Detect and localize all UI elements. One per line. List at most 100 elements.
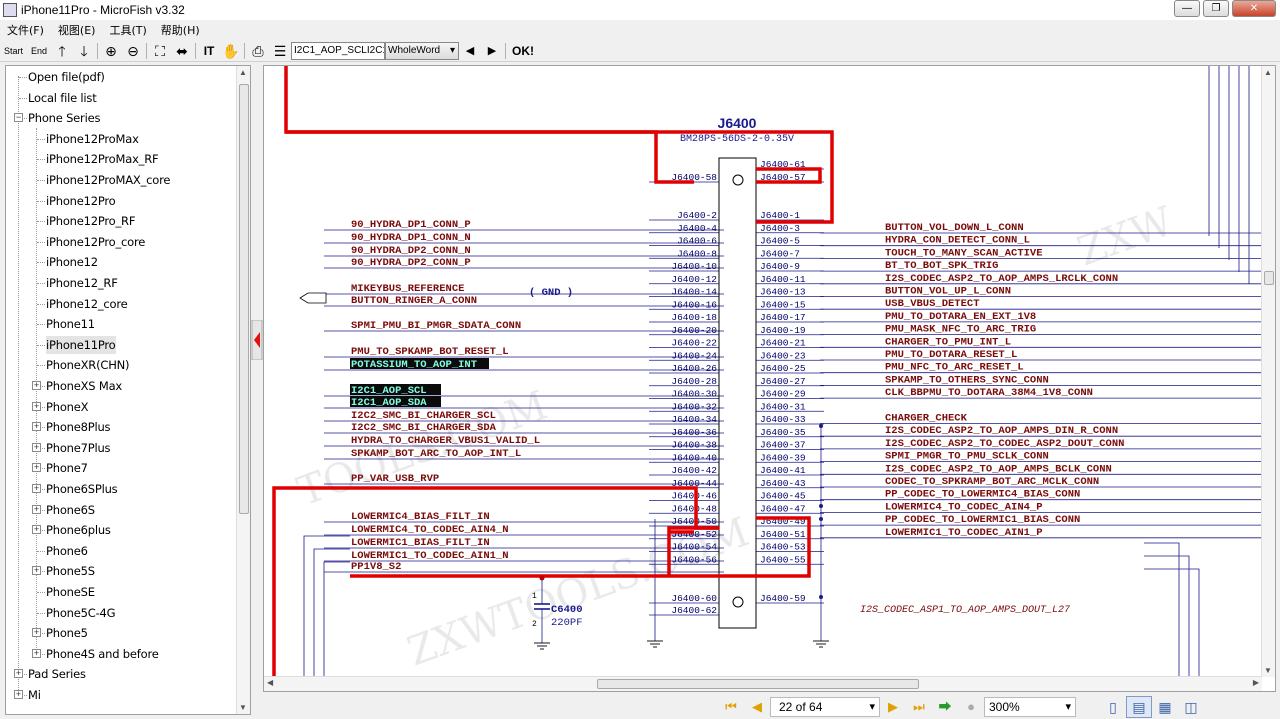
- search-prev-icon[interactable]: ◀: [465, 44, 475, 57]
- tree-item[interactable]: Phone5: [46, 626, 88, 641]
- expand-icon[interactable]: +: [32, 380, 41, 390]
- tree-item[interactable]: iPhone12: [46, 255, 98, 270]
- expand-icon[interactable]: +: [14, 668, 23, 679]
- tree-item[interactable]: iPhone12ProMAX_core: [46, 173, 171, 187]
- tree-item[interactable]: Phone7Plus: [46, 440, 111, 455]
- arrow-down-icon[interactable]: 🡓: [80, 42, 88, 59]
- tree-item[interactable]: Phone Series: [28, 111, 101, 126]
- scroll-right-icon[interactable]: ▶: [1252, 678, 1259, 687]
- panel-collapse-handle[interactable]: [251, 320, 263, 360]
- tree-item[interactable]: iPhone12_RF: [46, 276, 118, 290]
- tree-item[interactable]: iPhone11Pro: [46, 335, 116, 354]
- scroll-down-icon[interactable]: ▼: [1264, 666, 1272, 675]
- expand-icon[interactable]: +: [32, 400, 41, 411]
- expand-icon[interactable]: +: [32, 421, 41, 432]
- tree-item[interactable]: iPhone12Pro_core: [46, 234, 146, 249]
- tree-item[interactable]: PhoneSE: [46, 585, 95, 599]
- continuous-view-icon[interactable]: ▤: [1126, 695, 1152, 718]
- menu-bar: 文件(F) 视图(E) 工具(T) 帮助(H): [0, 20, 1280, 40]
- fit-page-icon[interactable]: ⛶: [155, 42, 165, 59]
- expand-icon[interactable]: +: [32, 503, 41, 514]
- horizontal-scrollbar[interactable]: ◀ ▶: [264, 676, 1262, 691]
- expand-icon[interactable]: +: [32, 565, 41, 576]
- zoom-out-icon[interactable]: ⊖: [127, 42, 139, 59]
- expand-icon[interactable]: +: [32, 647, 41, 658]
- tree-item[interactable]: iPhone12ProMax_RF: [46, 152, 159, 167]
- tree-item[interactable]: Phone6SPlus: [46, 482, 118, 496]
- tree-item[interactable]: Phone6plus: [46, 523, 111, 538]
- expand-icon[interactable]: +: [32, 627, 41, 638]
- match-mode-select[interactable]: WholeWord: [385, 41, 460, 60]
- collapse-icon[interactable]: −: [14, 112, 23, 123]
- facing-view-icon[interactable]: ▦: [1158, 698, 1172, 715]
- search-next-icon[interactable]: ▶: [487, 44, 497, 57]
- next-page-icon[interactable]: ▶: [888, 698, 898, 714]
- hand-tool-icon[interactable]: ✋: [222, 42, 240, 59]
- expand-icon[interactable]: +: [32, 462, 41, 473]
- menu-tools[interactable]: 工具(T): [109, 24, 147, 37]
- two-page-view-icon[interactable]: ◫: [1184, 698, 1198, 715]
- fit-width-icon[interactable]: ⬌: [176, 42, 188, 59]
- tree-item[interactable]: PhoneX: [46, 399, 89, 414]
- start-button[interactable]: Start: [4, 45, 24, 56]
- minimize-button[interactable]: —: [1174, 0, 1200, 17]
- list-icon[interactable]: ☰: [273, 42, 287, 59]
- tree-item[interactable]: Phone8Plus: [46, 420, 111, 435]
- first-page-icon[interactable]: ⏮: [725, 698, 737, 714]
- tree-scroll-thumb[interactable]: [239, 84, 249, 514]
- tree-item[interactable]: PhoneXS Max: [46, 379, 123, 393]
- scroll-up-icon[interactable]: ▲: [1264, 68, 1272, 77]
- menu-file[interactable]: 文件(F): [7, 24, 44, 37]
- tree-branch: [37, 406, 45, 408]
- vertical-scrollbar[interactable]: ▲ ▼: [1261, 66, 1275, 677]
- tree-item[interactable]: iPhone12ProMax: [46, 131, 139, 146]
- expand-icon[interactable]: +: [32, 483, 41, 493]
- tree-branch: [37, 180, 45, 181]
- tree-item[interactable]: Phone5S: [46, 564, 95, 579]
- expand-icon[interactable]: +: [14, 689, 23, 699]
- tree-item[interactable]: PhoneXR(CHN): [46, 358, 130, 373]
- tree-scrollbar[interactable]: ▲ ▼: [236, 66, 250, 714]
- schematic-canvas[interactable]: TOOLS.COM ZXWTOOLS.COM ZXW J6400BM28PS-5…: [264, 66, 1262, 677]
- back-icon[interactable]: ⮕: [938, 698, 952, 714]
- scroll-down-icon[interactable]: ▼: [239, 703, 247, 712]
- tree-item[interactable]: iPhone12Pro: [46, 193, 116, 208]
- tree-item[interactable]: Phone4S and before: [46, 646, 159, 661]
- bookmark-icon[interactable]: ⎙: [252, 42, 264, 59]
- end-button[interactable]: End: [31, 45, 48, 56]
- tree-item[interactable]: Phone6S: [46, 502, 95, 517]
- junction-dot: [819, 517, 823, 521]
- expand-icon[interactable]: +: [32, 524, 41, 535]
- single-page-view-icon[interactable]: ▯: [1109, 698, 1117, 715]
- scroll-left-icon[interactable]: ◀: [267, 678, 274, 687]
- horizontal-scroll-thumb[interactable]: [597, 679, 919, 689]
- tree-item[interactable]: Local file list: [28, 90, 97, 105]
- forward-icon[interactable]: ●: [967, 698, 975, 714]
- prev-page-icon[interactable]: ◀: [752, 698, 762, 714]
- text-select-icon[interactable]: IT: [203, 43, 215, 58]
- close-button[interactable]: ✕: [1232, 0, 1276, 17]
- restore-button[interactable]: ❐: [1203, 0, 1229, 17]
- expand-icon[interactable]: +: [32, 441, 41, 452]
- page-selector[interactable]: 22 of 64: [770, 696, 880, 717]
- arrow-up-icon[interactable]: 🡑: [58, 42, 66, 59]
- last-page-icon[interactable]: ⏭: [913, 698, 925, 714]
- tree-item[interactable]: Pad Series: [28, 667, 86, 682]
- tree-item[interactable]: Phone7: [46, 461, 88, 476]
- zoom-selector[interactable]: 300%: [984, 696, 1076, 717]
- search-input[interactable]: I2C1_AOP_SCLI2C1: [291, 41, 386, 60]
- zoom-in-icon[interactable]: ⊕: [105, 42, 117, 59]
- vertical-scroll-thumb[interactable]: [1264, 271, 1274, 285]
- tree-item[interactable]: Phone6: [46, 543, 88, 558]
- tree-item[interactable]: Mi: [28, 688, 41, 702]
- tree-item[interactable]: Phone11: [46, 317, 95, 332]
- tree-item[interactable]: iPhone12Pro_RF: [46, 214, 136, 229]
- scroll-up-icon[interactable]: ▲: [239, 68, 247, 77]
- tree-item[interactable]: Phone5C-4G: [46, 605, 116, 620]
- menu-view[interactable]: 视图(E): [57, 24, 96, 37]
- menu-help[interactable]: 帮助(H): [160, 24, 200, 37]
- tree-item[interactable]: iPhone12_core: [46, 296, 128, 311]
- tree-item[interactable]: Open file(pdf): [28, 70, 105, 84]
- ok-button[interactable]: OK!: [512, 43, 535, 58]
